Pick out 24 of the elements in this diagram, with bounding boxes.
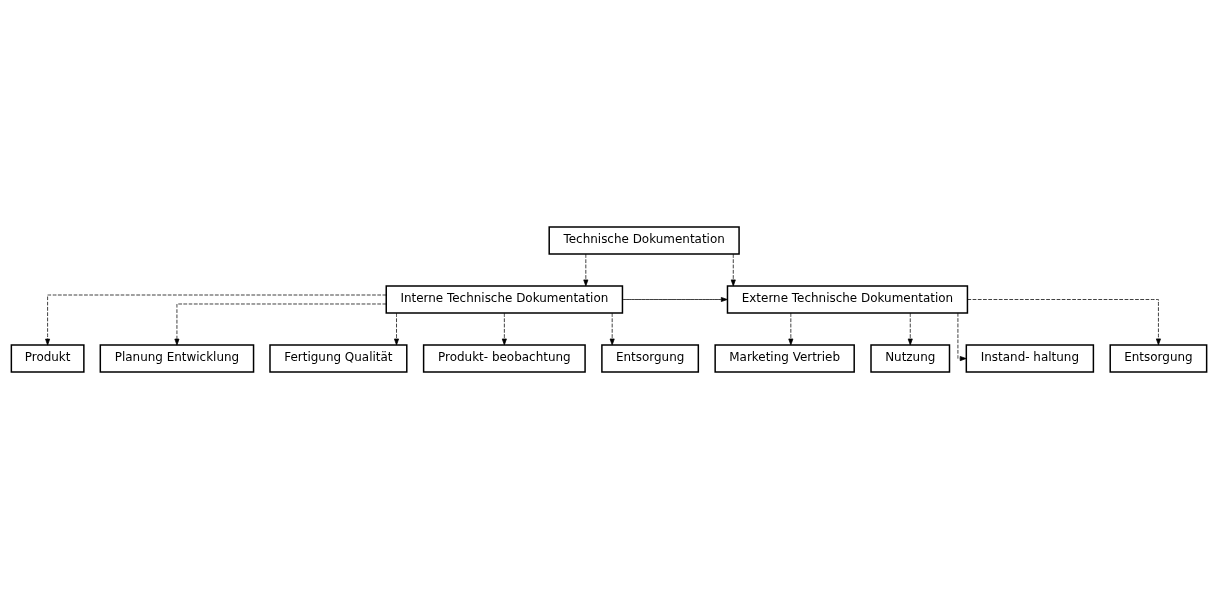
arrow xyxy=(583,253,589,287)
arrow xyxy=(622,297,728,302)
node-box: Fertigung Qualität xyxy=(269,344,408,373)
arrow xyxy=(730,253,736,287)
node-box: Produkt xyxy=(10,344,85,373)
arrow xyxy=(394,312,399,346)
node-box: Instand- haltung xyxy=(965,344,1095,373)
node-box: Technische Dokumentation xyxy=(548,226,740,255)
node-box: Entsorgung xyxy=(601,344,700,373)
node-box: Externe Technische Dokumentation xyxy=(726,285,969,314)
node-box: Planung Entwicklung xyxy=(99,344,255,373)
arrow xyxy=(174,303,387,346)
node-box: Interne Technische Dokumentation xyxy=(385,285,624,314)
arrow xyxy=(609,312,615,346)
arrow xyxy=(45,294,387,346)
arrow xyxy=(501,312,507,346)
node-box: Produkt- beobachtung xyxy=(422,344,586,373)
node-box: Entsorgung xyxy=(1109,344,1208,373)
arrow xyxy=(957,312,967,362)
arrow xyxy=(967,299,1161,346)
arrow xyxy=(788,312,794,346)
arrow xyxy=(907,312,913,346)
node-box: Marketing Vertrieb xyxy=(714,344,855,373)
node-box: Nutzung xyxy=(870,344,951,373)
